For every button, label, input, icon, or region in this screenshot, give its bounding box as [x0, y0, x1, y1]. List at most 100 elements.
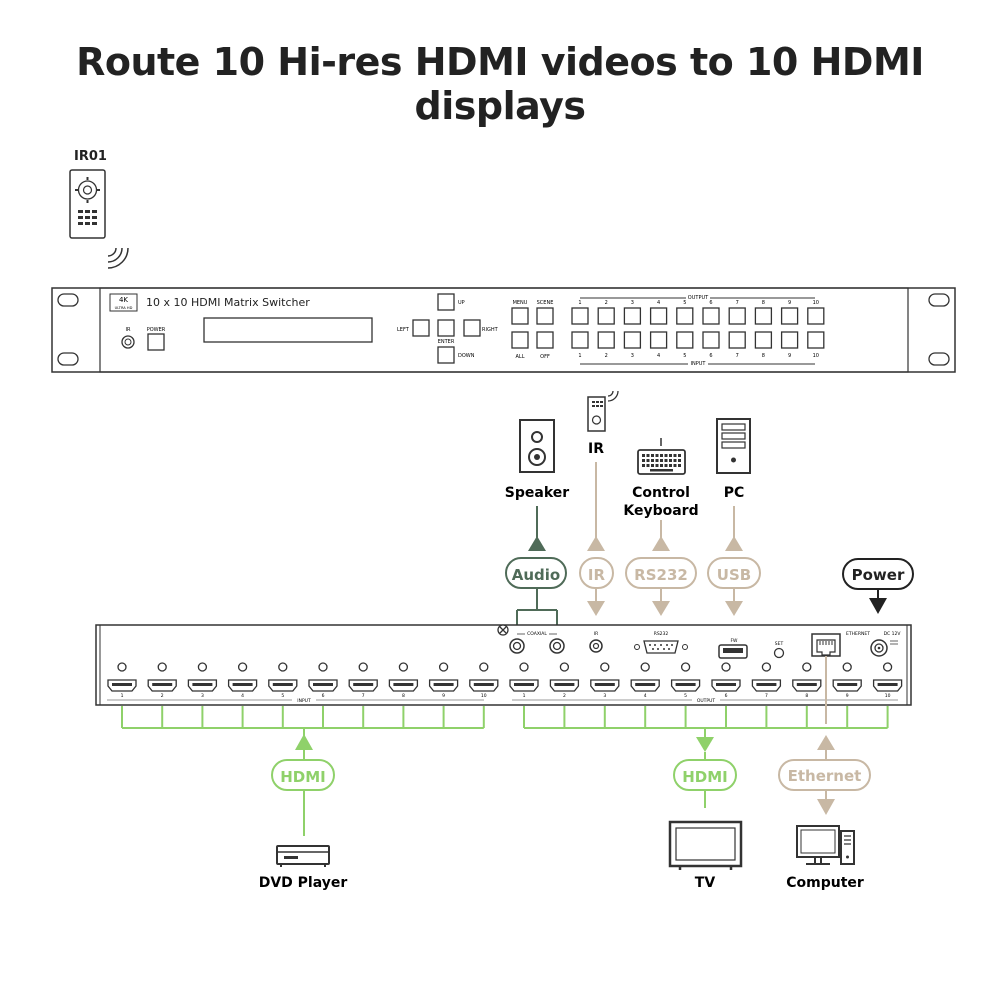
ethernet-port-label: ETHERNET [846, 631, 870, 637]
input-6-button[interactable] [702, 331, 720, 349]
hdmi-output-port-7 [751, 679, 782, 692]
computer-label: Computer [786, 875, 864, 891]
output-number: 2 [605, 300, 608, 306]
keyboard-label-2: Keyboard [623, 503, 698, 519]
output-4-button[interactable] [649, 307, 668, 325]
power-button[interactable] [147, 333, 165, 351]
enter-button[interactable] [437, 319, 455, 337]
input-led [479, 662, 489, 672]
output-number: 1 [578, 300, 581, 306]
rear-panel: COAXIAL IR RS232 FW [95, 624, 912, 706]
ir-device-label: IR [588, 441, 604, 457]
rear-input-label: INPUT [297, 698, 311, 704]
rs232-connection-label: RS232 [634, 566, 688, 584]
scene-button[interactable] [536, 307, 554, 325]
remote-label: IR01 [74, 149, 107, 164]
input-3-button[interactable] [623, 331, 642, 349]
set-button[interactable] [773, 647, 785, 659]
input-port-number: 2 [161, 693, 164, 699]
input-8-button[interactable] [754, 331, 773, 349]
input-5-button[interactable] [676, 331, 694, 349]
scene-label: SCENE [537, 300, 554, 306]
dc-power-jack [870, 639, 888, 657]
power-connection-label: Power [852, 566, 905, 584]
speaker-label: Speaker [505, 485, 569, 501]
input-led [197, 662, 208, 672]
input-port-number: 10 [481, 693, 487, 699]
input-led [398, 662, 409, 672]
hdmi-output-port-8 [792, 679, 822, 692]
input-2-button[interactable] [597, 331, 615, 349]
front-output-label: OUTPUT [688, 295, 709, 301]
input-10-button[interactable] [807, 331, 825, 349]
output-9-button[interactable] [780, 307, 799, 325]
off-label: OFF [540, 354, 550, 360]
input-number: 1 [578, 353, 581, 359]
input-port-number: 5 [281, 693, 284, 699]
output-5-button[interactable] [676, 307, 694, 325]
speaker-icon [519, 419, 555, 473]
svg-text:ENTER: ENTER [438, 339, 455, 345]
input-led [278, 662, 288, 672]
power-label: POWER [147, 327, 166, 333]
input-led [438, 662, 449, 672]
left-button[interactable] [412, 319, 430, 337]
keyboard-icon [637, 438, 686, 475]
output-6-button[interactable] [702, 307, 720, 325]
input-number: 4 [657, 353, 660, 359]
hdmi-output-port-4 [630, 679, 660, 692]
input-port-number: 4 [241, 693, 244, 699]
menu-button[interactable] [511, 307, 529, 325]
input-number: 2 [605, 353, 608, 359]
output-led [761, 662, 772, 672]
output-1-button[interactable] [571, 307, 589, 325]
output-2-button[interactable] [597, 307, 615, 325]
nav-cluster: UP LEFT ENTER RIGHT DOWN [397, 293, 499, 364]
page-title: Route 10 Hi-res HDMI videos to 10 HDMI d… [76, 40, 924, 128]
input-number: 10 [813, 353, 819, 359]
output-port-number: 6 [725, 693, 728, 699]
4k-logo: 4K ULTRA HD [109, 293, 138, 312]
input-number: 6 [709, 353, 712, 359]
hdmi-output-port-9 [832, 679, 862, 692]
input-4-button[interactable] [649, 331, 668, 349]
output-port-number: 9 [846, 693, 849, 699]
all-button[interactable] [511, 331, 529, 349]
output-led [721, 662, 731, 672]
input-port-number: 8 [402, 693, 405, 699]
hdmi-input-port-9 [428, 679, 459, 692]
output-7-button[interactable] [728, 307, 746, 325]
hdmi-input-port-2 [147, 679, 177, 692]
up-button[interactable] [437, 293, 455, 311]
output-3-button[interactable] [623, 307, 642, 325]
hdmi-output-port-10 [872, 679, 903, 692]
down-button[interactable] [437, 346, 455, 364]
off-button[interactable] [536, 331, 554, 349]
output-port-number: 5 [684, 693, 687, 699]
output-number: 10 [813, 300, 819, 306]
input-led [358, 662, 368, 672]
tv-icon [668, 820, 743, 870]
right-button[interactable] [463, 319, 481, 337]
input-port-number: 6 [322, 693, 325, 699]
input-number: 5 [683, 353, 686, 359]
output-port-number: 1 [523, 693, 526, 699]
output-led [640, 662, 650, 672]
input-7-button[interactable] [728, 331, 746, 349]
all-label: ALL [516, 354, 525, 360]
svg-text:UP: UP [458, 300, 465, 306]
input-9-button[interactable] [780, 331, 799, 349]
output-number: 5 [683, 300, 686, 306]
svg-text:DOWN: DOWN [458, 353, 475, 359]
audio-label: Audio [512, 566, 560, 584]
hdmi-input-bus [121, 706, 485, 736]
output-led [882, 662, 893, 672]
output-led [680, 662, 691, 672]
dvd-player-icon [276, 845, 330, 867]
output-10-button[interactable] [807, 307, 825, 325]
hdmi-input-port-4 [227, 679, 258, 692]
output-8-button[interactable] [754, 307, 773, 325]
hdmi-input-port-7 [348, 679, 378, 692]
input-number: 9 [788, 353, 791, 359]
input-1-button[interactable] [571, 331, 589, 349]
